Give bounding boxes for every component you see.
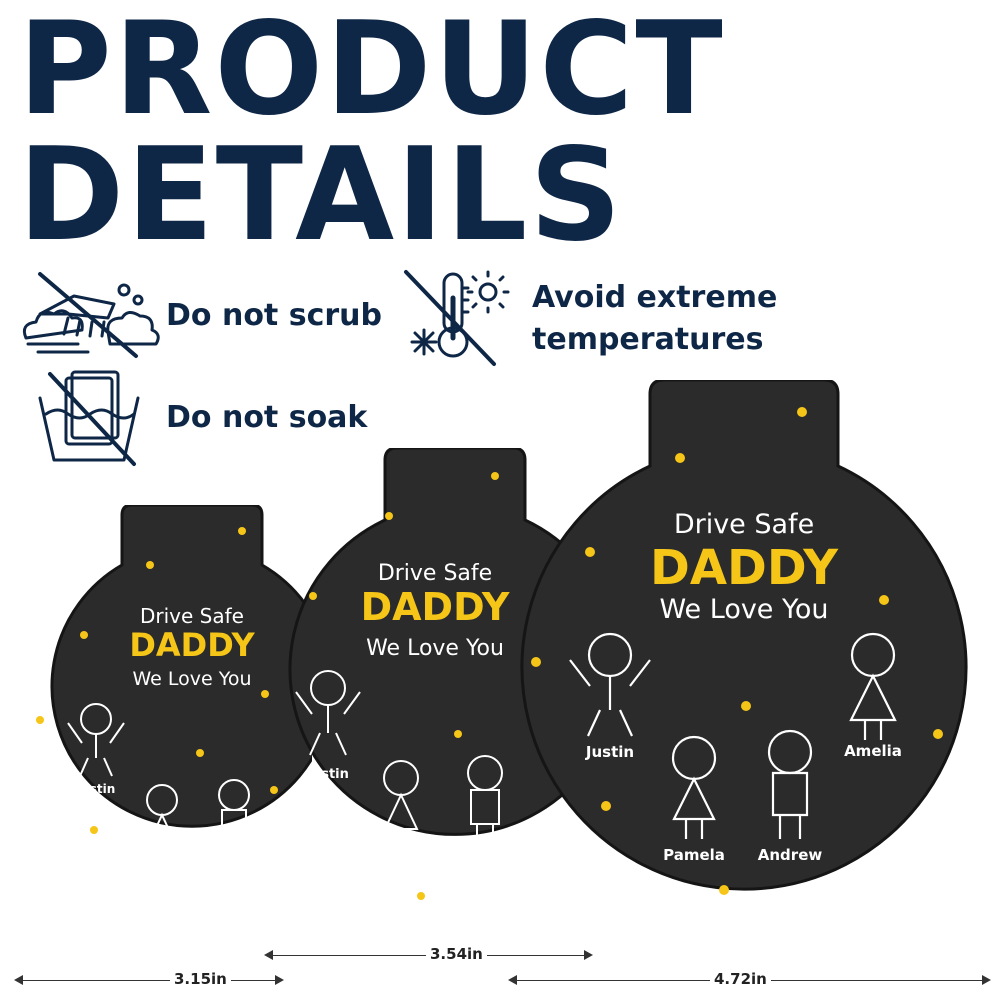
product-large: Drive Safe DADDY We Love You Justin Pame…	[516, 378, 986, 905]
kid-name-justin: Justin	[76, 782, 116, 796]
no-scrub-icon	[18, 270, 163, 365]
title-line-2: DETAILS	[18, 121, 624, 270]
kid-name-andrew: Andrew	[758, 846, 823, 864]
we-love-you-text: We Love You	[366, 636, 504, 661]
temperatures-label: temperatures	[532, 322, 764, 357]
arrow-left-icon	[264, 950, 273, 960]
avoid-extreme-label: Avoid extreme	[532, 280, 778, 315]
do-not-soak-label: Do not soak	[166, 400, 368, 435]
arrow-right-icon	[584, 950, 593, 960]
kid-drawings	[67, 703, 250, 859]
kid-name-pamela: Pamela	[374, 857, 428, 872]
arrow-left-icon	[508, 975, 517, 985]
drive-safe-text: Drive Safe	[674, 509, 814, 540]
kid-name-pamela: Pamela	[663, 846, 725, 864]
kid-name-justin: Justin	[585, 743, 634, 761]
kid-drawings	[295, 670, 503, 845]
dimension-large-label: 4.72in	[710, 970, 771, 988]
do-not-scrub-label: Do not scrub	[166, 298, 382, 333]
dimension-small-label: 3.15in	[170, 970, 231, 988]
daddy-text: DADDY	[129, 626, 255, 664]
we-love-you-text: We Love You	[132, 668, 251, 690]
drive-safe-text: Drive Safe	[378, 561, 492, 586]
no-extreme-temperature-icon	[402, 268, 512, 373]
title-line-1: PRODUCT	[18, 0, 725, 144]
arrow-left-icon	[14, 975, 23, 985]
kid-name-justin: Justin	[306, 767, 349, 782]
dimension-medium-label: 3.54in	[426, 945, 487, 963]
arrow-right-icon	[982, 975, 991, 985]
kid-name-pamela: Pamela	[137, 862, 186, 876]
dimension-line-small	[22, 980, 278, 981]
daddy-text: DADDY	[361, 585, 510, 629]
no-soak-icon	[36, 368, 146, 473]
arrow-right-icon	[275, 975, 284, 985]
kid-name-andrew: Andrew	[457, 857, 513, 872]
daddy-text: DADDY	[650, 540, 839, 596]
kid-name-amelia: Amelia	[844, 742, 902, 760]
kid-drawings	[569, 632, 897, 839]
we-love-you-text: We Love You	[659, 594, 828, 625]
drive-safe-text: Drive Safe	[140, 604, 244, 628]
kid-name-andrew: Andrew	[208, 862, 260, 876]
product-small: Drive Safe DADDY We Love You Justin Pame…	[12, 503, 334, 905]
